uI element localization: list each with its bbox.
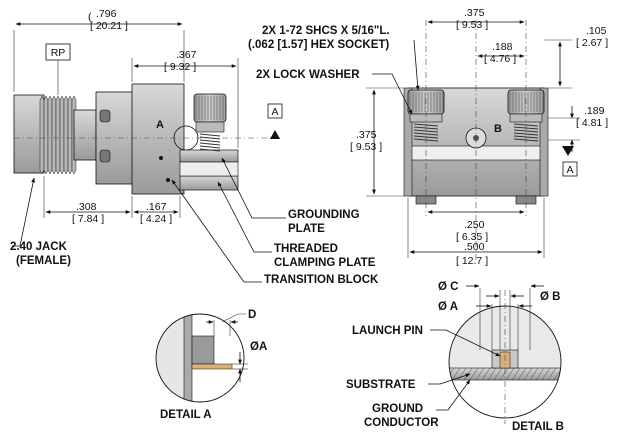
paren-left: ( (88, 11, 92, 23)
callout-transition-block: TRANSITION BLOCK (264, 274, 379, 286)
dim-375h-mm: [ 9.53 ] (350, 141, 382, 153)
dim-167-in: .167 (146, 201, 167, 213)
detail-a-phi-a: ØA (250, 341, 267, 353)
dim-overall-mm: [ 20.21 ] (90, 20, 128, 32)
callout-clamping-plate-2: CLAMPING PLATE (274, 257, 376, 269)
dim-500-mm: [ 12.7 ] (456, 255, 488, 267)
dim-367-mm: [ 9.32 ] (164, 61, 196, 73)
dim-189-mm: [ 4.81 ] (576, 117, 608, 129)
dim-189-in: .189 (584, 105, 605, 117)
dim-308-mm: [ 7.84 ] (72, 213, 104, 225)
screw-note-1: 2X 1-72 SHCS X 5/16"L. (262, 25, 390, 37)
detail-b-ground-2: CONDUCTOR (364, 417, 439, 429)
detail-b-ground-1: GROUND (372, 403, 423, 415)
left-view: A A RP .796 [ 20.21 ] ( .367 [ 9.32 ] .3… (10, 8, 379, 286)
lock-washer-label: 2X LOCK WASHER (256, 69, 360, 81)
dim-105-mm: [ 2.67 ] (576, 37, 608, 49)
detail-b-phi-c: Ø C (438, 281, 458, 293)
detail-b-phi-b: Ø B (540, 291, 560, 303)
screw-note-2: (.062 [1.57] HEX SOCKET) (248, 39, 389, 51)
dim-375w-in: .375 (464, 7, 485, 19)
callout-grounding-plate-1: GROUNDING (288, 209, 360, 221)
callout-clamping-plate-1: THREADED (274, 243, 338, 255)
rp-label: RP (51, 47, 66, 59)
dim-250-in: .250 (464, 219, 485, 231)
dim-167-mm: [ 4.24 ] (140, 213, 172, 225)
transition-block (131, 83, 185, 195)
detail-b-substrate: SUBSTRATE (346, 379, 416, 391)
dim-308-in: .308 (76, 201, 97, 213)
dim-375h-in: .375 (356, 129, 377, 141)
section-tag-left: A (271, 106, 278, 118)
dim-overall-in: .796 (96, 8, 117, 20)
dim-375w-mm: [ 9.53 ] (456, 19, 488, 31)
detail-a-d: D (248, 309, 256, 321)
section-tag-right: A (566, 164, 573, 176)
detail-b: Ø C Ø A Ø B LAUNCH PIN SUBSTRATE GROUND … (346, 281, 564, 433)
dim-105-in: .105 (586, 25, 607, 37)
clamping-plate (179, 175, 239, 191)
detail-b-launch-pin: LAUNCH PIN (352, 325, 423, 337)
detail-b-phi-a: Ø A (438, 301, 458, 313)
dim-250-mm: [ 6.35 ] (456, 231, 488, 243)
dim-367-in: .367 (176, 49, 197, 61)
jack-label-2: (FEMALE) (16, 255, 71, 267)
callout-grounding-plate-2: PLATE (288, 223, 325, 235)
dim-500-in: .500 (464, 241, 485, 253)
face-label-b: B (494, 123, 502, 135)
dim-188-mm: [ 4.76 ] (484, 53, 516, 65)
dim-188-in: .188 (492, 41, 513, 53)
face-label-a: A (156, 119, 164, 131)
detail-b-title: DETAIL B (512, 421, 564, 433)
grounding-plate (179, 149, 239, 163)
jack-threads (13, 91, 137, 185)
detail-a-title: DETAIL A (160, 409, 212, 421)
jack-label-1: 2.40 JACK (10, 241, 68, 253)
detail-a: D ØA DETAIL A (155, 309, 267, 421)
right-view: B .375 [ 9.53 ] .188 [ 4.76 ] .105 [ 2.6… (248, 7, 608, 267)
